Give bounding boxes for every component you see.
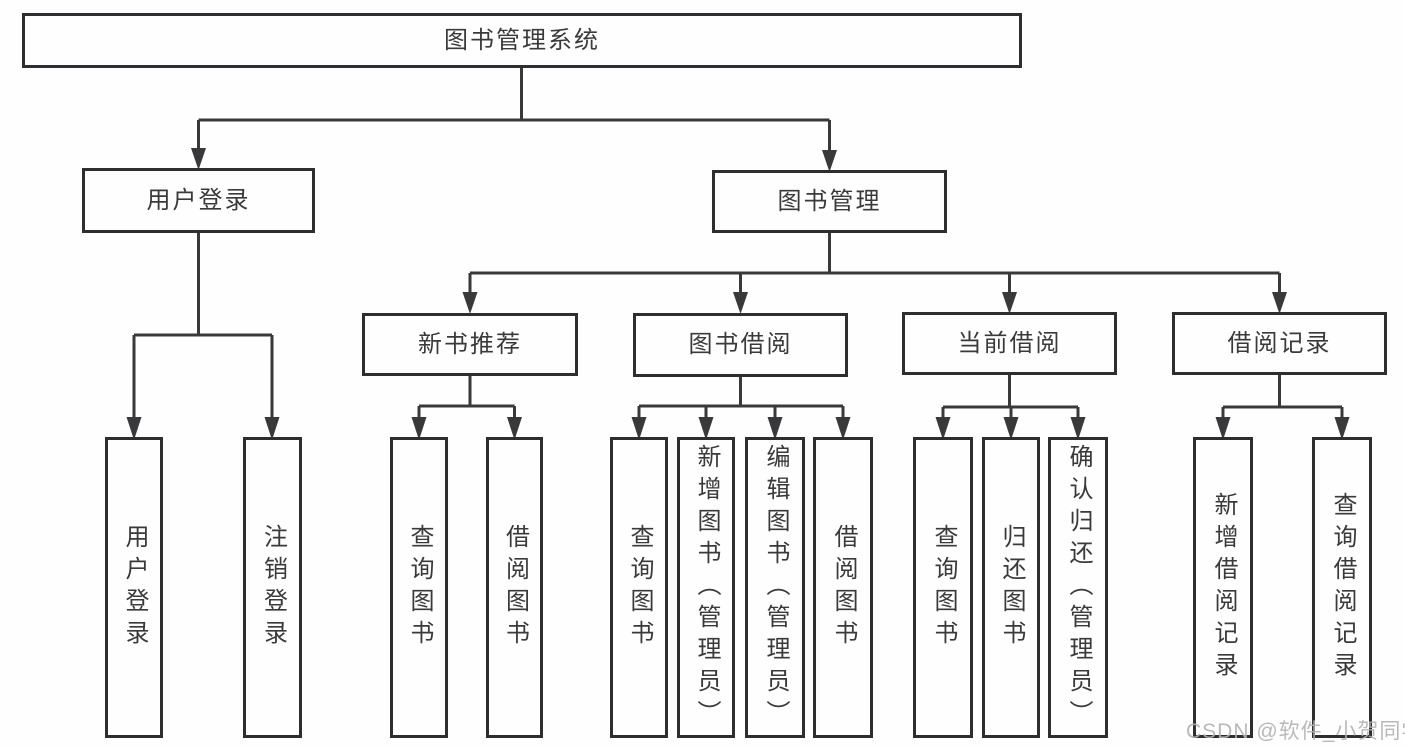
arrowhead-icon bbox=[733, 292, 748, 314]
arrowhead-icon bbox=[264, 417, 280, 440]
node-user-login: 用户登录 bbox=[82, 168, 315, 233]
connector-line bbox=[417, 376, 516, 425]
arrowhead-icon bbox=[631, 417, 647, 440]
arrowhead-icon bbox=[126, 417, 142, 440]
connector-records-to-leaves bbox=[1215, 375, 1350, 440]
node-book-borrow: 图书借阅 bbox=[633, 313, 848, 377]
arrowhead-icon bbox=[1272, 292, 1287, 314]
connector-borrow-to-leaves bbox=[631, 377, 851, 440]
arrowhead-icon bbox=[1070, 417, 1086, 440]
connector-bookmgmt-to-level3 bbox=[462, 233, 1287, 314]
arrowhead-icon bbox=[1334, 417, 1350, 440]
leaf-confirm-return-admin: 确认归还（管理员） bbox=[1048, 437, 1108, 738]
arrowhead-icon bbox=[507, 417, 522, 440]
connector-userlogin-to-leaves bbox=[126, 233, 280, 440]
node-root-system: 图书管理系统 bbox=[22, 13, 1022, 68]
arrowhead-icon bbox=[1215, 417, 1231, 440]
leaf-query-books-current: 查询图书 bbox=[913, 437, 973, 738]
connector-line bbox=[132, 233, 274, 425]
node-borrow-records: 借阅记录 bbox=[1172, 312, 1387, 375]
leaf-borrow-books-recommend: 借阅图书 bbox=[486, 437, 543, 738]
node-book-management: 图书管理 bbox=[712, 170, 947, 233]
arrowhead-icon bbox=[411, 417, 427, 440]
connector-recommend-to-leaves bbox=[411, 376, 522, 440]
arrowhead-icon bbox=[1003, 417, 1019, 440]
leaf-edit-book-admin: 编辑图书（管理员） bbox=[745, 437, 805, 738]
leaf-query-books-borrow: 查询图书 bbox=[610, 437, 668, 738]
leaf-return-books: 归还图书 bbox=[982, 437, 1040, 738]
arrowhead-icon bbox=[935, 417, 951, 440]
connector-line bbox=[941, 375, 1080, 425]
arrowhead-icon bbox=[822, 150, 837, 172]
arrowhead-icon bbox=[767, 417, 783, 440]
leaf-user-login: 用户登录 bbox=[105, 437, 163, 738]
arrowhead-icon bbox=[462, 292, 478, 314]
connector-line bbox=[468, 233, 1281, 300]
csdn-watermark: CSDN @软件_小贺同学 bbox=[1186, 720, 1405, 743]
connector-line bbox=[1221, 375, 1344, 425]
arrowhead-icon bbox=[698, 417, 714, 440]
connector-line bbox=[197, 68, 831, 158]
leaf-add-book-admin: 新增图书（管理员） bbox=[677, 437, 735, 738]
node-new-book-recommend: 新书推荐 bbox=[362, 313, 578, 376]
leaf-query-books-recommend: 查询图书 bbox=[390, 437, 448, 738]
leaf-logout: 注销登录 bbox=[243, 437, 302, 738]
connector-root-to-level2 bbox=[191, 68, 837, 172]
connector-line bbox=[637, 377, 845, 425]
arrowhead-icon bbox=[191, 148, 206, 170]
arrowhead-icon bbox=[835, 417, 851, 440]
node-current-borrow: 当前借阅 bbox=[902, 312, 1117, 375]
arrowhead-icon bbox=[1002, 292, 1017, 314]
leaf-add-borrow-record: 新增借阅记录 bbox=[1193, 437, 1253, 738]
leaf-query-borrow-record: 查询借阅记录 bbox=[1312, 437, 1372, 738]
leaf-borrow-books: 借阅图书 bbox=[813, 437, 873, 738]
connector-current-to-leaves bbox=[935, 375, 1086, 440]
